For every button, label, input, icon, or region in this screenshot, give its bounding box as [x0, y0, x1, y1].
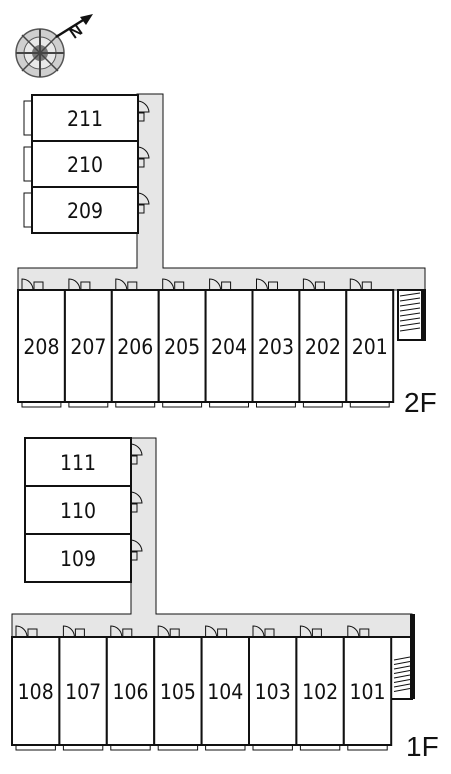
- unit-label: 203: [258, 335, 294, 359]
- unit-210: 210: [23, 140, 150, 188]
- unit-205: 205: [157, 278, 207, 408]
- unit-label: 105: [160, 680, 196, 704]
- stair-1f: [389, 614, 415, 700]
- unit-102: 102: [295, 625, 345, 751]
- floor-2f: 211 210 209 208 207 206 205 204 203 202 201 2F: [17, 93, 437, 418]
- unit-label: 201: [352, 335, 388, 359]
- floor-1f: 111 110 109 108 107 106 105 104 103 102 101 1F: [11, 437, 439, 762]
- unit-label: 206: [117, 335, 153, 359]
- north-label: N: [67, 22, 86, 43]
- unit-label: 108: [18, 680, 54, 704]
- unit-206: 206: [110, 278, 160, 408]
- floor-label-2f: 2F: [404, 387, 437, 418]
- unit-108: 108: [11, 625, 61, 751]
- unit-208: 208: [17, 278, 66, 408]
- unit-107: 107: [58, 625, 108, 751]
- unit-202: 202: [298, 278, 348, 408]
- unit-label: 106: [112, 680, 148, 704]
- unit-label: 103: [255, 680, 291, 704]
- unit-110: 110: [24, 485, 143, 535]
- unit-201: 201: [345, 278, 395, 408]
- unit-label: 204: [211, 335, 247, 359]
- unit-label: 202: [305, 335, 341, 359]
- unit-label: 102: [302, 680, 338, 704]
- unit-label: 211: [67, 107, 103, 131]
- stair-2f: [397, 289, 426, 341]
- unit-label: 107: [65, 680, 101, 704]
- unit-103: 103: [248, 625, 298, 751]
- unit-211: 211: [23, 94, 150, 142]
- unit-label: 210: [67, 153, 103, 177]
- unit-111: 111: [24, 437, 143, 487]
- unit-label: 104: [207, 680, 243, 704]
- unit-204: 204: [204, 278, 254, 408]
- unit-label: 110: [60, 499, 96, 523]
- unit-label: 111: [60, 451, 96, 475]
- unit-209: 209: [23, 186, 150, 234]
- unit-109: 109: [24, 533, 143, 583]
- unit-105: 105: [153, 625, 203, 751]
- unit-101: 101: [342, 625, 393, 751]
- unit-label: 109: [60, 547, 96, 571]
- floor-label-1f: 1F: [406, 731, 439, 762]
- unit-207: 207: [63, 278, 113, 408]
- unit-label: 101: [349, 680, 385, 704]
- unit-106: 106: [105, 625, 156, 751]
- unit-104: 104: [200, 625, 251, 751]
- compass-rose-icon: N: [15, 14, 93, 78]
- unit-203: 203: [251, 278, 301, 408]
- unit-label: 207: [70, 335, 106, 359]
- unit-label: 208: [23, 335, 59, 359]
- unit-label: 209: [67, 199, 103, 223]
- unit-label: 205: [164, 335, 200, 359]
